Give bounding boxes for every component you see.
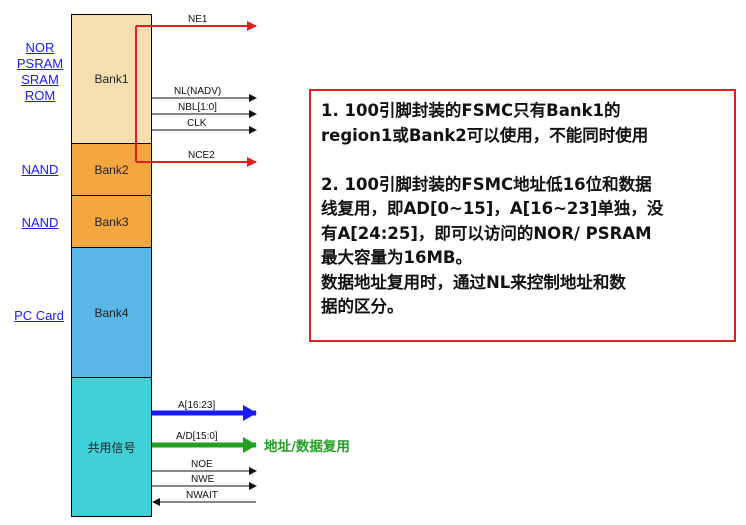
- note-1: 1. 100引脚封装的FSMC只有Bank1的 region1或Bank2可以使…: [321, 99, 724, 148]
- note-2-line-3: 有A[24:25]，即可以访问的NOR/ PSRAM: [321, 223, 652, 243]
- bank3-label: Bank3: [94, 214, 129, 229]
- note-1-line-2: region1或Bank2可以使用，不能同时使用: [321, 125, 649, 145]
- bank2-label: Bank2: [94, 162, 129, 177]
- shared-signals-label: 共用信号: [87, 440, 136, 455]
- signal-nwait: NWAIT: [186, 490, 218, 501]
- note-1-line-1: 1. 100引脚封装的FSMC只有Bank1的: [321, 101, 621, 120]
- memory-type-psram[interactable]: PSRAM: [16, 56, 64, 71]
- note-3-line-2: 据的区分。: [321, 297, 404, 316]
- signal-nwe: NWE: [191, 474, 215, 485]
- shared-signals-block: 共用信号: [71, 377, 152, 517]
- signal-ne1: NE1: [188, 14, 208, 25]
- memory-type-sram[interactable]: SRAM: [21, 72, 59, 87]
- signal-addr: A[16:23]: [178, 400, 216, 411]
- signal-nce2: NCE2: [188, 150, 215, 161]
- bank2-memory-type[interactable]: NAND: [21, 162, 59, 177]
- memory-type-nor[interactable]: NOR: [25, 40, 55, 55]
- note-2: 2. 100引脚封装的FSMC地址低16位和数据 线复用，即AD[0~15]，A…: [321, 173, 724, 271]
- bank4-memory-type[interactable]: PC Card: [14, 308, 64, 323]
- note-2-line-2: 线复用，即AD[0~15]，A[16~23]单独，没: [321, 199, 664, 218]
- bank3-memory-type[interactable]: NAND: [21, 215, 59, 230]
- note-3: 数据地址复用时，通过NL来控制地址和数 据的区分。: [321, 271, 724, 320]
- note-spacer: [321, 148, 724, 173]
- memory-type-rom[interactable]: ROM: [24, 88, 56, 103]
- bank1-block: Bank1: [71, 14, 152, 144]
- multiplex-label: 地址/数据复用: [264, 439, 350, 455]
- bank4-label: Bank4: [94, 305, 129, 320]
- signal-ad: A/D[15:0]: [176, 431, 218, 442]
- bank1-memory-types[interactable]: NOR PSRAM SRAM ROM: [12, 40, 68, 104]
- bank1-label: Bank1: [94, 72, 129, 86]
- note-2-line-1: 2. 100引脚封装的FSMC地址低16位和数据: [321, 174, 652, 194]
- notes-box: 1. 100引脚封装的FSMC只有Bank1的 region1或Bank2可以使…: [309, 89, 736, 342]
- bank3-block: Bank3: [71, 195, 152, 248]
- signal-nbl: NBL[1:0]: [178, 102, 217, 113]
- note-2-line-4: 最大容量为16MB。: [321, 248, 472, 267]
- signal-nl-nadv: NL(NADV): [174, 86, 222, 97]
- note-3-line-1: 数据地址复用时，通过NL来控制地址和数: [321, 272, 626, 292]
- signal-noe: NOE: [191, 459, 213, 470]
- signal-clk: CLK: [187, 118, 207, 129]
